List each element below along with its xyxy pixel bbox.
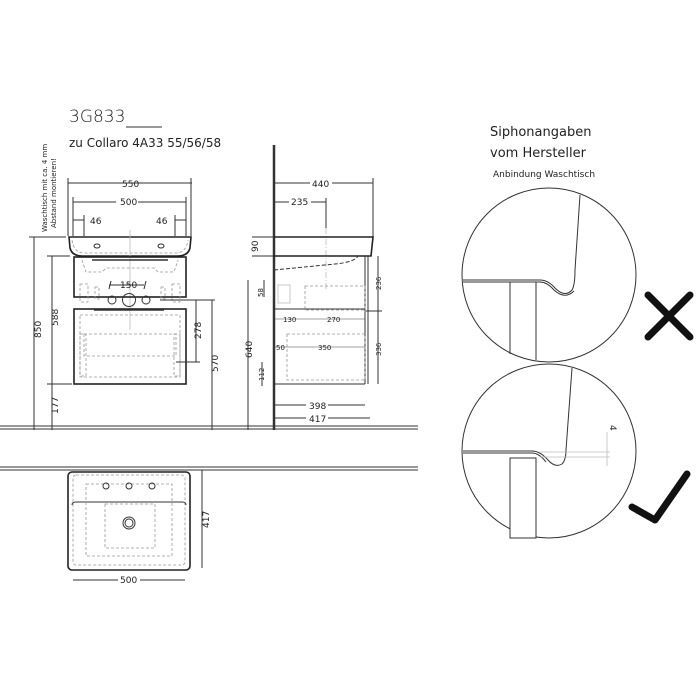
gap-label: 4 — [607, 425, 617, 431]
siphon-title-line2: vom Hersteller — [490, 146, 587, 161]
cross-icon — [644, 291, 694, 341]
dim-upper-depth: 270 — [327, 316, 340, 324]
dim-siphon-spacing: 150 — [120, 281, 137, 291]
dim-right-offset: 46 — [156, 217, 168, 227]
dim-height-from-floor: 640 — [245, 341, 255, 358]
side-note-line1: Waschtisch mit ca. 4 mm — [41, 144, 49, 232]
side-view: 440 235 90 130 270 50 350 236 336 — [245, 145, 383, 430]
siphon-title-line1: Siphonangaben — [490, 125, 591, 140]
dim-cabinet-depth: 398 — [309, 402, 326, 412]
dim-height-body: 588 — [51, 309, 61, 326]
dim-lower-depth: 350 — [318, 344, 331, 352]
wrong-connection-detail — [461, 187, 637, 363]
dim-width-total: 550 — [122, 180, 139, 190]
siphon-panel: Siphonangaben vom Hersteller Anbindung W… — [461, 125, 694, 539]
dim-lower-drawer: 336 — [375, 342, 383, 356]
dim-top-depth: 417 — [202, 511, 212, 528]
dim-siphon-from-floor: 570 — [211, 355, 221, 372]
front-view: 550 500 46 46 150 — [29, 178, 221, 430]
dim-height-total: 850 — [34, 321, 44, 338]
check-icon — [628, 470, 691, 524]
dim-depth-total: 440 — [312, 180, 329, 190]
dim-lower-offset: 50 — [276, 344, 285, 352]
dim-upper-offset: 130 — [283, 316, 296, 324]
dim-floor-clearance: 177 — [51, 397, 61, 414]
correct-connection-detail: 4 — [461, 363, 637, 539]
dim-basin-height: 90 — [251, 240, 261, 252]
top-view: 500 417 — [67, 470, 212, 586]
subtitle: zu Collaro 4A33 55/56/58 — [69, 136, 221, 150]
siphon-subtitle: Anbindung Waschtisch — [493, 170, 595, 180]
dim-upper-gap: 58 — [257, 288, 265, 297]
dim-siphon-height: 278 — [194, 322, 204, 339]
model-code: 3G833 — [69, 107, 125, 127]
dim-left-offset: 46 — [90, 217, 102, 227]
dim-drain-center: 235 — [291, 198, 308, 208]
wall-line — [0, 466, 418, 471]
floor-line-upper — [0, 425, 418, 430]
side-note-line2: Abstand montieren! — [50, 158, 58, 228]
dim-overall-depth: 417 — [309, 415, 326, 425]
dim-top-width: 500 — [120, 576, 137, 586]
dim-lower-gap: 112 — [258, 368, 266, 381]
side-note: Waschtisch mit ca. 4 mm Abstand montiere… — [41, 144, 58, 232]
dim-upper-drawer: 236 — [375, 276, 383, 290]
dim-width-inner: 500 — [120, 198, 137, 208]
